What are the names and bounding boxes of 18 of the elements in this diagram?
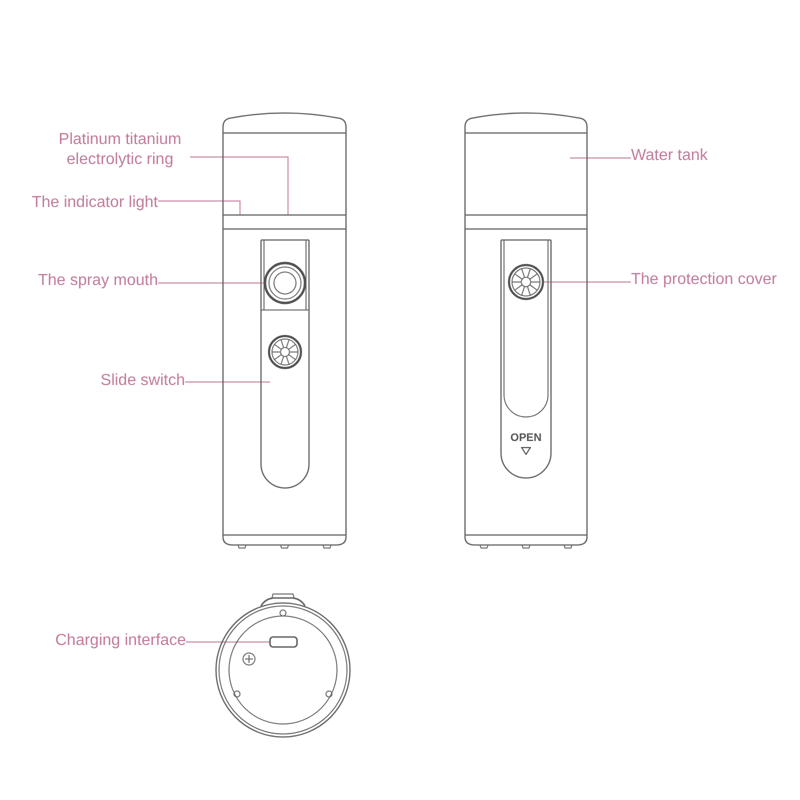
leader-line [158, 200, 241, 215]
part-label: Water tank [631, 146, 708, 166]
leader-line [186, 641, 270, 643]
mesh-cover [508, 264, 544, 300]
part-label: Platinum titanium electrolytic ring [50, 130, 190, 170]
part-label: The protection cover [631, 270, 777, 290]
leader-line [543, 281, 631, 283]
part-label: Slide switch [100, 371, 185, 391]
leader-line [190, 156, 289, 215]
part-label: The spray mouth [38, 271, 158, 291]
leader-line [158, 282, 265, 284]
part-label: Charging interface [55, 631, 186, 651]
charging-port [269, 636, 298, 648]
part-label: The indicator light [32, 193, 158, 213]
open-marking: OPEN [509, 432, 543, 444]
spray-nozzle [264, 262, 306, 304]
leader-line [570, 157, 631, 159]
leader-line [185, 381, 270, 383]
